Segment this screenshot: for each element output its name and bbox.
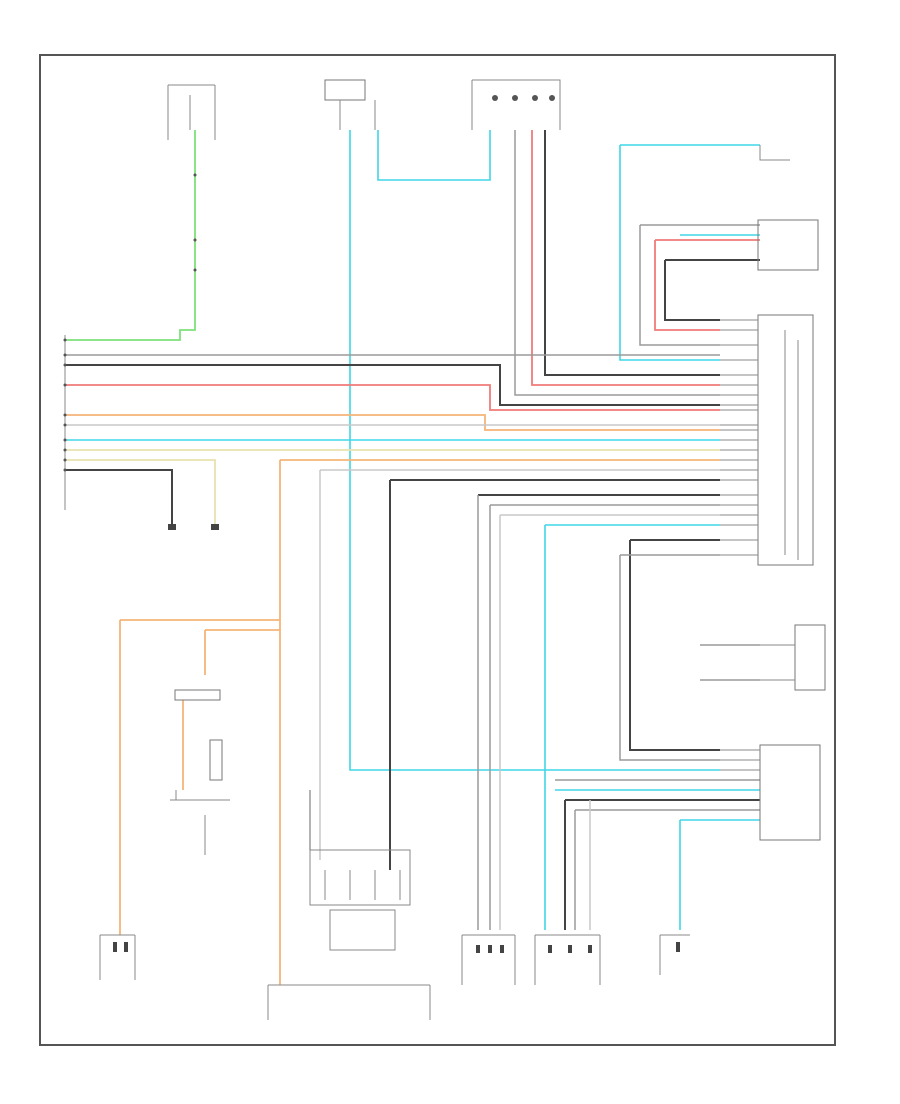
- light-gray-wires: [65, 424, 720, 930]
- right-main-connector: [720, 314, 814, 566]
- middle-left-component: [170, 689, 230, 855]
- right-middle-connector: [760, 624, 826, 691]
- green-wire: [65, 130, 197, 341]
- cyan-wires: [65, 130, 760, 930]
- right-upper-connector: [757, 145, 819, 271]
- yellow-wires: [65, 449, 720, 525]
- bottom-far-right-connector: [659, 934, 690, 975]
- bottom-mid-connector: [461, 934, 516, 985]
- center-switch-component: [309, 849, 411, 951]
- dark-wires: [65, 130, 760, 930]
- right-lower-connector: [720, 744, 821, 841]
- gray-wires: [65, 130, 760, 930]
- ground-symbols: [168, 524, 219, 530]
- orange-wires: [65, 414, 720, 985]
- top-right-connector: [471, 79, 561, 130]
- top-center-connector: [324, 79, 376, 130]
- bottom-left-connector: [99, 934, 136, 980]
- top-left-connector: [167, 84, 216, 140]
- left-terminal-strip: [63, 335, 67, 510]
- bottom-right-connector: [534, 934, 601, 985]
- red-wires: [65, 130, 760, 411]
- bottom-center-connector: [267, 984, 431, 1020]
- diagram-border: [39, 54, 836, 1046]
